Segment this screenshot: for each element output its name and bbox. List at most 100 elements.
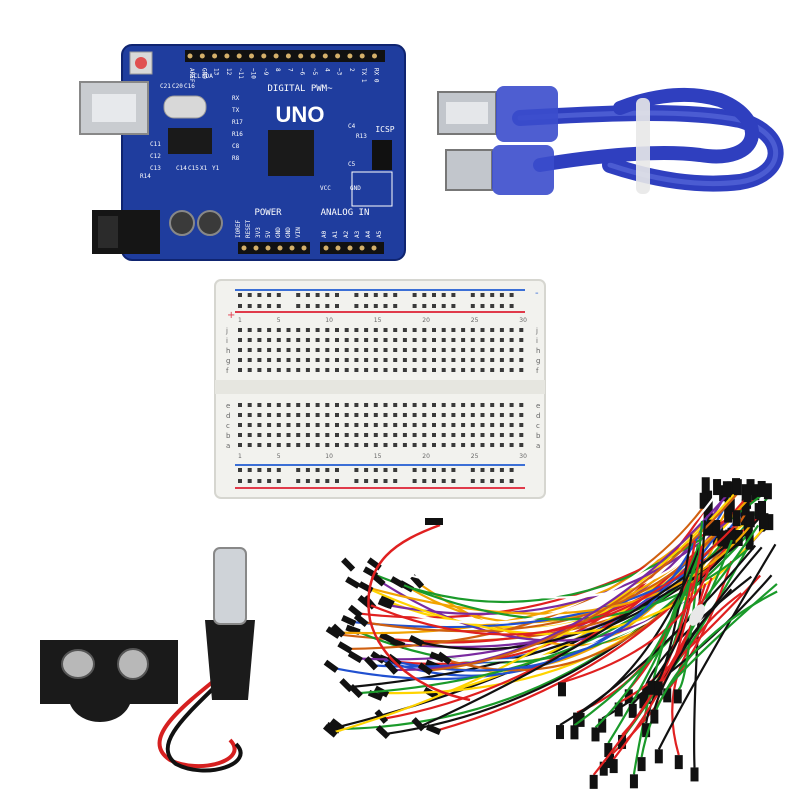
terminal-hole	[451, 433, 456, 437]
header-pin	[289, 245, 295, 251]
jumper-pin-housing	[765, 514, 774, 531]
jumper-pin-housing	[690, 767, 699, 782]
jumper-pin-housing	[712, 519, 721, 536]
rail-hole	[238, 293, 242, 297]
terminal-hole	[315, 328, 320, 332]
terminal-hole	[441, 338, 446, 342]
terminal-hole	[451, 328, 456, 332]
rail-hole	[335, 468, 339, 472]
rail-hole	[276, 479, 281, 483]
jumper-pin-housing	[674, 755, 683, 770]
rail-hole	[247, 304, 252, 308]
terminal-hole	[499, 423, 504, 427]
column-label: 1	[238, 453, 242, 460]
terminal-hole	[373, 328, 378, 332]
jumper-pin-housing	[384, 660, 399, 675]
terminal-hole	[519, 403, 524, 407]
terminal-hole	[432, 433, 436, 437]
terminal-hole	[402, 433, 407, 437]
terminal-hole	[335, 348, 339, 352]
terminal-hole	[383, 368, 388, 372]
pin-label: RESET	[245, 220, 252, 238]
terminal-hole	[344, 413, 349, 417]
rail-hole	[422, 304, 427, 308]
terminal-hole	[412, 368, 417, 372]
header-pin	[347, 53, 353, 59]
terminal-hole	[247, 338, 252, 342]
terminal-hole	[247, 348, 252, 352]
terminal-hole	[286, 413, 291, 417]
terminal-hole	[325, 433, 330, 437]
rail-hole	[373, 468, 378, 472]
rail-hole	[393, 293, 398, 297]
terminal-hole	[267, 443, 272, 447]
rail-hole	[412, 304, 417, 308]
terminal-hole	[499, 433, 504, 437]
terminal-hole	[305, 348, 310, 352]
terminal-hole	[490, 368, 495, 372]
jumper-wire	[371, 492, 718, 624]
rail-hole	[325, 293, 330, 297]
terminal-hole	[354, 403, 359, 407]
terminal-hole	[296, 403, 301, 407]
terminal-hole	[499, 338, 504, 342]
terminal-hole	[344, 423, 349, 427]
header-pin	[335, 245, 341, 251]
pin-label: IOREF	[235, 220, 242, 238]
terminal-hole	[432, 443, 436, 447]
terminal-hole	[373, 348, 378, 352]
terminal-hole	[441, 368, 446, 372]
jumper-pin-housing	[724, 506, 733, 523]
terminal-hole	[441, 348, 446, 352]
jumper-wire	[632, 547, 700, 775]
terminal-hole	[432, 368, 436, 372]
terminal-hole	[470, 413, 475, 417]
column-label: 20	[422, 453, 430, 460]
terminal-hole	[354, 413, 359, 417]
rail-hole	[325, 479, 330, 483]
header-pin	[212, 53, 218, 59]
terminal-hole	[422, 368, 427, 372]
terminal-hole	[422, 328, 427, 332]
terminal-hole	[325, 368, 330, 372]
terminal-hole	[509, 433, 514, 437]
terminal-hole	[335, 358, 339, 362]
rail-hole	[480, 479, 485, 483]
jumper-pin-housing	[618, 734, 627, 749]
terminal-hole	[296, 348, 301, 352]
terminal-hole	[344, 403, 349, 407]
column-label: 10	[325, 453, 333, 460]
terminal-hole	[315, 338, 320, 342]
rail-hole	[432, 479, 436, 483]
jumper-pin-housing	[322, 724, 338, 738]
terminal-hole	[519, 423, 524, 427]
jumper-pin-housing	[341, 557, 356, 572]
column-label: 25	[471, 453, 479, 460]
column-label: 30	[519, 317, 527, 324]
rail-hole	[296, 304, 301, 308]
terminal-hole	[276, 358, 281, 362]
pin-label: GND	[275, 227, 282, 238]
row-label: a	[226, 442, 230, 450]
rail-hole	[267, 293, 272, 297]
terminal-hole	[257, 413, 262, 417]
jumper-wire	[594, 559, 700, 729]
terminal-hole	[267, 328, 272, 332]
terminal-hole	[480, 413, 485, 417]
pin-label: 12	[225, 68, 232, 76]
silkscreen-label: X1	[200, 165, 208, 172]
terminal-hole	[383, 413, 388, 417]
column-label: 5	[277, 317, 281, 324]
terminal-hole	[402, 338, 407, 342]
terminal-hole	[247, 433, 252, 437]
pin-label: 7	[286, 68, 293, 72]
rail-hole	[238, 468, 242, 472]
jumper-pin-housing	[408, 634, 424, 647]
jumper-pin-housing	[341, 615, 357, 627]
rail-hole	[490, 293, 495, 297]
terminal-hole	[509, 348, 514, 352]
terminal-hole	[315, 433, 320, 437]
terminal-hole	[393, 423, 398, 427]
jumper-pin-housing	[364, 656, 379, 671]
rail-hole	[393, 479, 398, 483]
